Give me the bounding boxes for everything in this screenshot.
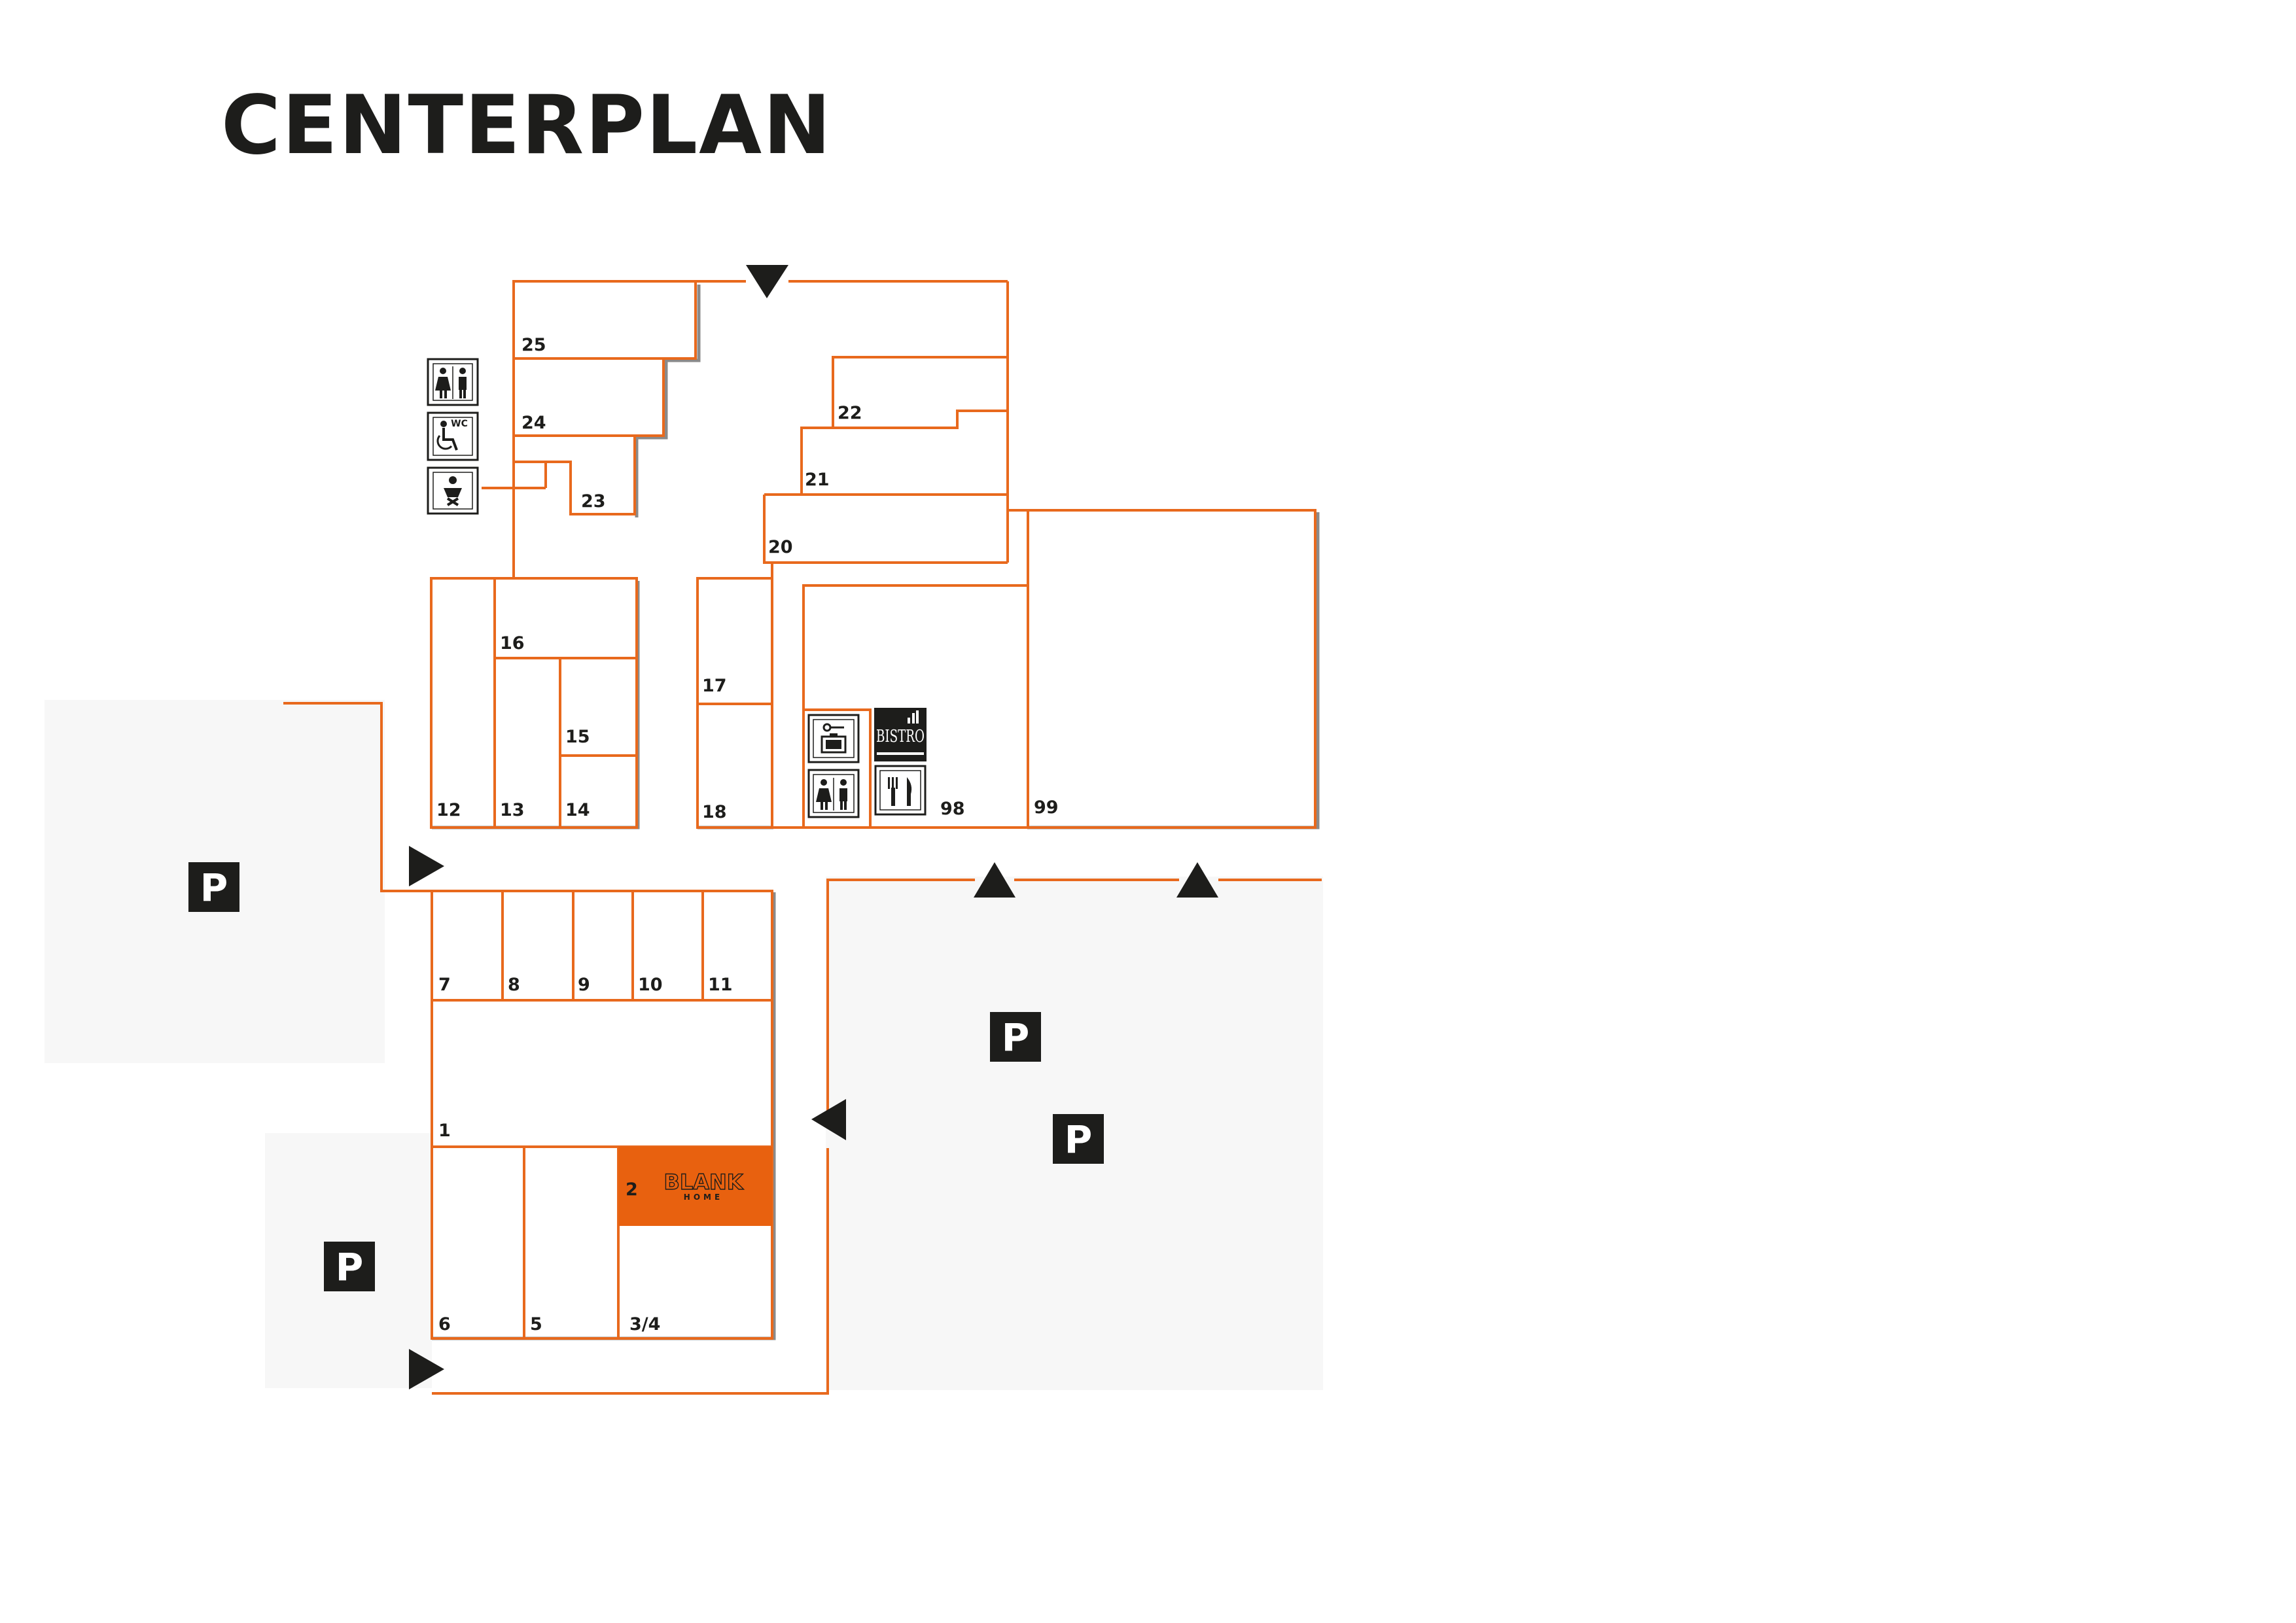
unit-label-5: 5 (530, 1314, 542, 1335)
unit-label-6: 6 (438, 1314, 451, 1335)
unit-23-outline (514, 434, 636, 515)
accessible-wc-icon[interactable]: WC (427, 411, 479, 461)
entrance-arrow-icon[interactable] (811, 1099, 846, 1140)
parking-icon[interactable]: P (188, 862, 239, 912)
unit-label-8: 8 (508, 975, 520, 995)
unit-label-23: 23 (581, 491, 606, 512)
unit-label-99: 99 (1034, 797, 1059, 818)
unit-label-11: 11 (708, 975, 733, 995)
amenity-icons-northwest: WC (427, 358, 479, 515)
accessible-wc-label: WC (451, 419, 468, 429)
unit-label-14: 14 (565, 800, 590, 820)
unit-label-21: 21 (805, 470, 830, 490)
blank-home-logo-text: BLANK (663, 1170, 743, 1195)
unit-label-3-4: 3/4 (629, 1314, 660, 1335)
page-title: CENTERPLAN (221, 79, 832, 173)
south-block-outline (431, 890, 773, 1340)
parking-icon[interactable]: P (1053, 1114, 1104, 1164)
entrance-arrow-icon[interactable] (974, 862, 1016, 898)
unit-labels: 25 24 23 22 21 20 16 15 12 13 14 17 18 9… (436, 335, 1059, 1335)
bistro-label: BISTRO (876, 727, 925, 746)
unit-label-17: 17 (702, 676, 727, 696)
unit-label-10: 10 (638, 975, 663, 995)
unit-label-13: 13 (500, 800, 525, 820)
unit-label-20: 20 (768, 537, 793, 557)
unit-label-7: 7 (438, 975, 451, 995)
parking-icon[interactable]: P (324, 1242, 375, 1291)
unit-20-outline (763, 493, 1008, 564)
unit-label-16: 16 (500, 633, 525, 654)
unit-label-15: 15 (565, 727, 590, 747)
unit-21-outline (800, 427, 1008, 496)
unit-label-2: 2 (626, 1179, 638, 1200)
unit-label-22: 22 (838, 403, 862, 423)
parking-sign-label: P (200, 865, 228, 910)
blank-home-logo-subtext: HOME (684, 1193, 723, 1202)
restaurant-icon[interactable] (874, 765, 927, 816)
parking-sign-label: P (336, 1245, 364, 1289)
entrance-arrows (409, 265, 1218, 1389)
unit-label-25: 25 (521, 335, 546, 355)
unit-label-24: 24 (521, 413, 546, 433)
amenity-icons-98: BISTRO (807, 708, 927, 818)
entrance-arrow-icon[interactable] (409, 846, 444, 886)
entrance-arrow-icon[interactable] (409, 1349, 444, 1389)
blank-home-store[interactable] (618, 1147, 772, 1226)
parking-sign-label: P (1065, 1117, 1093, 1162)
entrance-arrow-icon[interactable] (1176, 862, 1218, 898)
unit-label-9: 9 (578, 975, 590, 995)
unit-99-outline (1008, 509, 1316, 829)
building-outlines (283, 280, 1322, 1395)
unit-22-outline (832, 356, 1008, 429)
bistro-sign[interactable]: BISTRO (874, 708, 927, 761)
unit-12-16-outline (430, 577, 638, 829)
parking-signs: P P P P (188, 862, 1104, 1291)
unit-label-12: 12 (436, 800, 461, 820)
toilets-icon[interactable] (427, 358, 479, 406)
unit-label-18: 18 (702, 802, 727, 822)
info-desk-icon[interactable] (807, 714, 860, 763)
parking-areas (44, 700, 1323, 1390)
unit-label-98: 98 (940, 799, 965, 819)
unit-label-1: 1 (438, 1121, 451, 1141)
parking-icon[interactable]: P (990, 1012, 1041, 1062)
baby-changing-icon[interactable] (427, 466, 479, 515)
parking-sign-label: P (1002, 1015, 1030, 1060)
entrance-arrow-icon[interactable] (746, 265, 788, 298)
toilets-icon[interactable] (807, 769, 860, 818)
